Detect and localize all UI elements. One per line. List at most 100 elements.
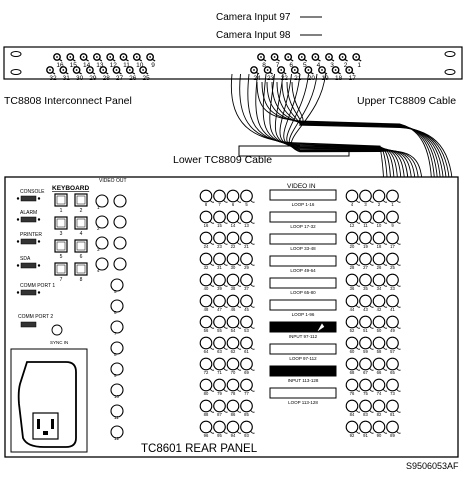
video-in-connector [213, 252, 226, 266]
interconnect-top-connector-latch [99, 58, 103, 62]
lower-cable-sheath [238, 145, 350, 157]
video-in-connector-tail [209, 262, 215, 266]
rack-mount-hole [444, 51, 456, 57]
video-in-number: 77 [244, 391, 249, 396]
video-in-number: 60 [350, 349, 355, 354]
port-screw [37, 264, 41, 267]
interconnect-bottom-number: 17 [349, 75, 357, 82]
video-in-connector-tail [223, 241, 228, 245]
video-in-connector [359, 189, 372, 203]
video-in-connector [345, 294, 359, 308]
video-in-number: 8 [205, 202, 208, 207]
camera-input-97-label: Camera Input 97 [216, 12, 291, 23]
interconnect-top-connector-pin [300, 56, 303, 58]
video-in-connector [240, 315, 253, 329]
video-in-number: 11 [363, 223, 368, 228]
interconnect-bottom-connector-pin [49, 69, 51, 71]
video-in-connector [386, 420, 399, 434]
port-connector-comm_port_1 [20, 289, 37, 296]
video-in-connector [226, 189, 240, 203]
power-socket-outline [17, 361, 77, 448]
video-in-number: 72 [204, 370, 209, 375]
video-in-connector-tail [355, 199, 361, 203]
loop-switch [269, 211, 337, 223]
interconnect-bottom-number: 31 [63, 75, 71, 82]
port-connector-sda [20, 262, 37, 269]
keyboard-port [54, 239, 68, 253]
interconnect-top-connector-latch [85, 58, 89, 62]
keyboard-port [54, 193, 68, 207]
input-switch [269, 321, 337, 333]
interconnect-top-number: 11 [123, 62, 130, 69]
interconnect-top-connector-latch [138, 58, 143, 62]
loop-switch [269, 233, 337, 245]
video-in-connector [199, 273, 213, 287]
interconnect-top-connector-pin [109, 56, 112, 58]
power-pin [37, 419, 40, 429]
video-out-number: 7 [114, 331, 117, 336]
keyboard-port-number: 7 [60, 277, 63, 283]
power-pin [51, 419, 54, 429]
video-in-number: 5 [245, 202, 248, 207]
video-in-connector [240, 252, 253, 266]
video-in-number: 81 [390, 412, 395, 417]
video-in-number: 26 [377, 265, 382, 270]
video-in-connector-tail [236, 409, 242, 413]
video-in-connector [213, 231, 226, 245]
keyboard-port [54, 216, 68, 230]
keyboard-port-number: 8 [80, 277, 83, 283]
video-in-connector [240, 273, 253, 287]
video-in-connector-tail [355, 430, 361, 434]
interconnect-top-connector-latch [331, 58, 335, 62]
video-in-connector [199, 378, 213, 392]
keyboard-port [74, 239, 88, 253]
rack-mount-hole [10, 51, 22, 57]
interconnect-top-connector-latch [303, 58, 308, 62]
loop-label: LOOP 1-16 [292, 202, 315, 207]
cable-wire [230, 73, 385, 196]
video-in-connector-tail [396, 430, 401, 434]
video-in-connector-tail [369, 199, 374, 203]
cable-wire [291, 73, 423, 196]
keyboard-port [54, 262, 68, 276]
video-in-connector [345, 210, 359, 224]
interconnect-top-number: 10 [136, 62, 144, 69]
interconnect-top-connector-pin [69, 56, 72, 58]
video-in-number: 80 [204, 391, 209, 396]
video-in-number: 20 [350, 244, 355, 249]
interconnect-bottom-connector-latch [337, 71, 341, 75]
video-in-connector [345, 189, 359, 203]
video-in-connector-tail [250, 220, 255, 224]
video-in-connector-tail [369, 325, 374, 329]
video-in-number: 55 [217, 328, 222, 333]
interconnect-bottom-number: 29 [89, 75, 97, 82]
video-out-connector [95, 215, 109, 229]
video-out-number: 2 [97, 226, 100, 231]
video-in-connector-tail [223, 430, 228, 434]
rack-mount-hole [10, 69, 22, 75]
video-in-connector-tail [396, 304, 401, 308]
keyboard-port-inner [56, 195, 66, 205]
video-in-connector-tail [369, 346, 374, 350]
port-screw [37, 240, 41, 243]
video-in-number: 54 [231, 328, 236, 333]
port-connector-console [20, 195, 37, 202]
cable-wire [271, 81, 442, 196]
video-out-number: 12 [114, 436, 120, 441]
cable-wire [288, 73, 420, 196]
video-in-number: 46 [231, 307, 236, 312]
interconnect-bottom-number: 32 [49, 75, 57, 82]
video-in-number: 92 [350, 433, 355, 438]
cable-wire [266, 81, 439, 196]
video-in-connector [345, 273, 359, 287]
interconnect-top-number: 2 [344, 62, 348, 69]
interconnect-top-number: 15 [70, 62, 78, 69]
video-in-connector [199, 252, 213, 266]
interconnect-bottom-number: 28 [103, 75, 111, 82]
interconnect-bottom-connector-latch [131, 71, 136, 75]
video-in-connector [213, 336, 226, 350]
video-in-connector-tail [223, 220, 228, 224]
cable-wire [279, 73, 409, 196]
video-in-number: 95 [217, 433, 222, 438]
video-in-connector [240, 399, 253, 413]
